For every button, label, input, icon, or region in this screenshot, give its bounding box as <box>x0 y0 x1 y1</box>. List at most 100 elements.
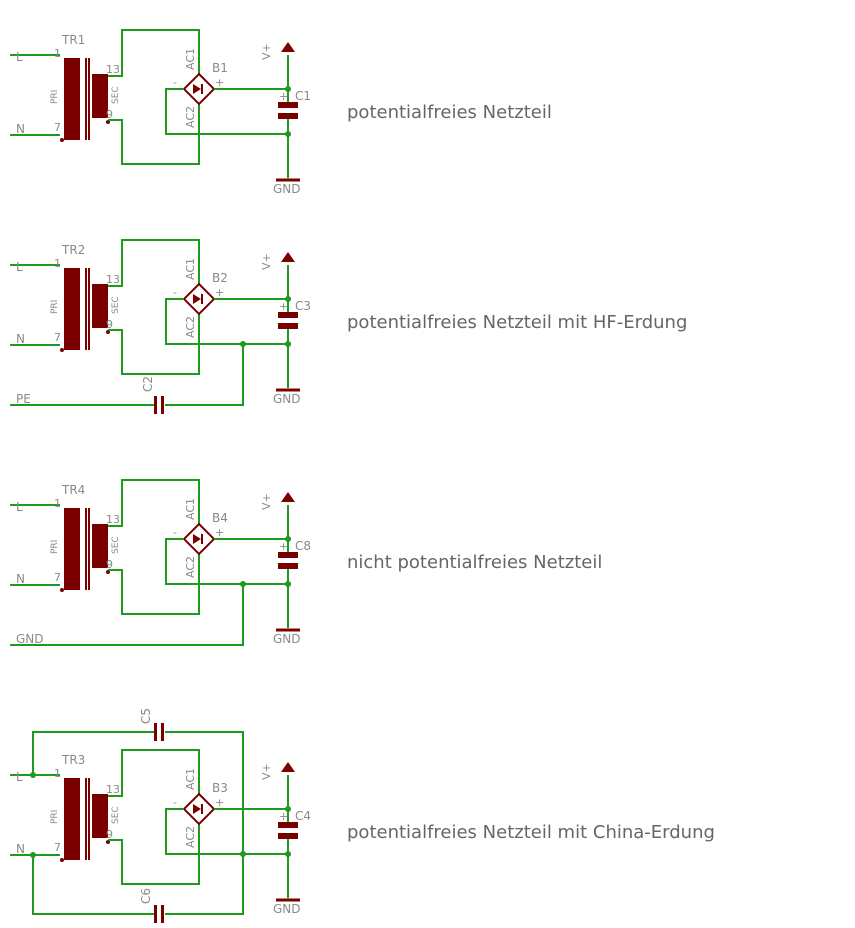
earth-line-label: GND <box>16 632 44 646</box>
bridge-plus-label: + <box>215 526 224 539</box>
c6-plate-2 <box>161 905 164 923</box>
sec-label: SEC <box>111 296 121 314</box>
wire-ac1 <box>108 479 200 527</box>
pri-label: PRI <box>50 540 60 554</box>
ground-label: GND <box>273 182 301 196</box>
c5-plate-1 <box>154 723 157 741</box>
capacitor-plate-bottom <box>278 563 298 569</box>
capacitor-plate-bottom <box>278 323 298 329</box>
bridge-diode-icon <box>193 804 201 814</box>
transformer-secondary-coil <box>92 284 108 328</box>
bridge-diamond <box>182 282 216 316</box>
circuit-caption: nicht potentialfreies Netzteil <box>347 552 602 573</box>
pin-9-label: 9 <box>106 318 113 331</box>
bridge-plus-label: + <box>215 796 224 809</box>
junction-dot <box>285 806 291 812</box>
bridge-ac1-label: AC1 <box>184 768 197 790</box>
bridge-ac1-label: AC1 <box>184 48 197 70</box>
c5-ref: C5 <box>139 708 153 724</box>
junction-dot <box>285 851 291 857</box>
bridge-ac1-label: AC1 <box>184 258 197 280</box>
wire-c5-c6 <box>165 731 244 915</box>
wire-negative <box>165 808 288 855</box>
capacitor-plate-top <box>278 102 298 108</box>
wire-ac2 <box>108 554 200 615</box>
pin-7-label: 7 <box>54 331 61 344</box>
capacitor-ref: C8 <box>295 539 311 553</box>
input-label-l: L <box>16 500 23 514</box>
capacitor-plus-label: + <box>279 90 288 103</box>
input-label-l: L <box>16 50 23 64</box>
transformer-ref: TR4 <box>61 483 85 497</box>
pri-label: PRI <box>50 300 60 314</box>
wire-c6-left <box>32 855 155 915</box>
pin-1-label: 1 <box>54 47 61 60</box>
bridge-plus-label: + <box>215 286 224 299</box>
capacitor-plus-label: + <box>279 540 288 553</box>
wire-ac1 <box>108 239 200 287</box>
transformer-secondary-coil <box>92 74 108 118</box>
pin-7-label: 7 <box>54 571 61 584</box>
transformer-ref: TR2 <box>61 243 85 257</box>
transformer-secondary-coil <box>92 524 108 568</box>
pin-9-label: 9 <box>106 558 113 571</box>
wire-negative <box>165 538 288 585</box>
pin-1-label: 1 <box>54 257 61 270</box>
transformer-secondary-coil <box>92 794 108 838</box>
wire-ac2 <box>108 824 200 885</box>
pin-1-label: 1 <box>54 767 61 780</box>
bridge-ref: B1 <box>212 61 228 75</box>
ground-label: GND <box>273 902 301 916</box>
pin-13-label: 13 <box>106 513 120 526</box>
c5-plate-2 <box>161 723 164 741</box>
input-label-l: L <box>16 770 23 784</box>
transformer-primary-coil <box>64 268 80 350</box>
transformer-ref: TR3 <box>61 753 85 767</box>
vplus-label: V+ <box>260 493 273 510</box>
vplus-arrow-icon <box>281 492 295 502</box>
wire-ac1 <box>108 749 200 797</box>
hf-capacitor-plate-1 <box>154 396 157 414</box>
pin-13-label: 13 <box>106 783 120 796</box>
wire-earth <box>10 584 244 646</box>
wire-hf <box>165 344 244 406</box>
bridge-ref: B2 <box>212 271 228 285</box>
pin-7-label: 7 <box>54 121 61 134</box>
sec-label: SEC <box>111 536 121 554</box>
bridge-ac2-label: AC2 <box>184 556 197 578</box>
ground-label: GND <box>273 392 301 406</box>
capacitor-plate-bottom <box>278 833 298 839</box>
circuit-caption: potentialfreies Netzteil <box>347 102 552 123</box>
junction-dot <box>285 86 291 92</box>
wire-ac2 <box>108 314 200 375</box>
wire-ac2 <box>108 104 200 165</box>
bridge-minus-label: - <box>173 286 177 299</box>
ground-label: GND <box>273 632 301 646</box>
vplus-label: V+ <box>260 763 273 780</box>
sec-label: SEC <box>111 806 121 824</box>
pri-label: PRI <box>50 810 60 824</box>
bridge-diamond <box>182 792 216 826</box>
pri-label: PRI <box>50 90 60 104</box>
junction-dot <box>285 296 291 302</box>
bridge-minus-label: - <box>173 796 177 809</box>
junction-dot <box>285 581 291 587</box>
wire-negative <box>165 298 288 345</box>
bridge-minus-label: - <box>173 526 177 539</box>
pin-9-label: 9 <box>106 108 113 121</box>
pin-1-label: 1 <box>54 497 61 510</box>
bridge-ref: B4 <box>212 511 228 525</box>
bridge-ac2-label: AC2 <box>184 826 197 848</box>
capacitor-plate-top <box>278 552 298 558</box>
input-label-n: N <box>16 572 25 586</box>
capacitor-plate-bottom <box>278 113 298 119</box>
hf-capacitor-plate-2 <box>161 396 164 414</box>
transformer-ref: TR1 <box>61 33 85 47</box>
bridge-plus-label: + <box>215 76 224 89</box>
input-label-n: N <box>16 842 25 856</box>
capacitor-plate-top <box>278 312 298 318</box>
circuit-caption: potentialfreies Netzteil mit HF-Erdung <box>347 312 687 333</box>
wire-ac1 <box>108 29 200 77</box>
